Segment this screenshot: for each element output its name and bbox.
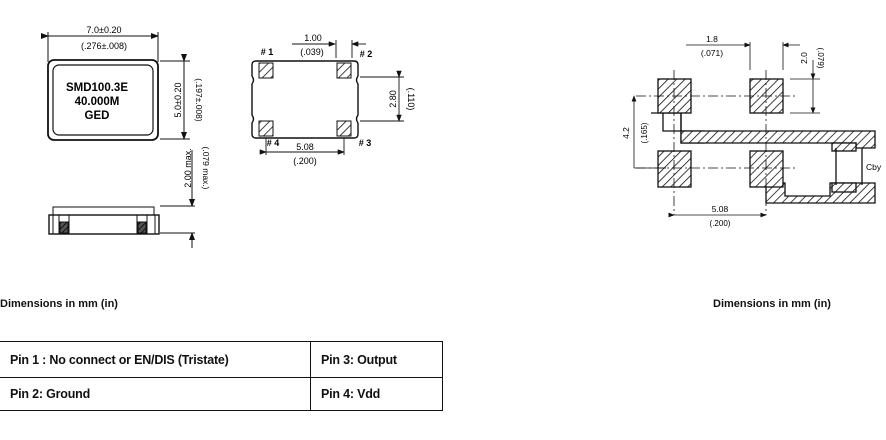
footprint-cap-label: Cby bbox=[866, 162, 882, 172]
pad-pitch-v-in: (.110) bbox=[406, 88, 416, 111]
pad-pitch-h-mm: 5.08 bbox=[296, 142, 314, 152]
footprint-pitch-v-mm: 4.2 bbox=[621, 127, 631, 139]
top-height-mm: 5.0±0.20 bbox=[173, 83, 183, 118]
pad-width-in: (.039) bbox=[300, 47, 324, 57]
pin-3-cell: Pin 3: Output bbox=[310, 341, 443, 378]
pin-3-label: # 3 bbox=[359, 138, 372, 148]
pin-1-cell: Pin 1 : No connect or EN/DIS (Tristate) bbox=[0, 341, 311, 378]
footprint-pitch-h-mm: 5.08 bbox=[712, 204, 729, 214]
table-row: Pin 1 : No connect or EN/DIS (Tristate) … bbox=[0, 341, 443, 378]
pin-4-cell: Pin 4: Vdd bbox=[310, 377, 443, 411]
top-height-in: (.197±.008) bbox=[194, 78, 204, 122]
footprint-pattern bbox=[651, 78, 876, 204]
footprint-pad-h-mm: 2.0 bbox=[799, 52, 809, 64]
marking-line-3: GED bbox=[85, 110, 110, 122]
marking-line-2: 40.000M bbox=[75, 96, 120, 108]
footprint-pad-w-in: (.071) bbox=[701, 48, 723, 58]
bottom-view bbox=[251, 60, 359, 139]
footprint-pitch-v-in: (.165) bbox=[640, 122, 649, 143]
caption-left: Dimensions in mm (in) bbox=[0, 298, 118, 310]
side-height-mm: 2.00 max. bbox=[183, 148, 193, 188]
pin-table: Pin 1 : No connect or EN/DIS (Tristate) … bbox=[0, 341, 443, 411]
footprint-pad-h-in: (.079) bbox=[816, 48, 825, 69]
footprint-pad-w-mm: 1.8 bbox=[706, 34, 718, 44]
side-view bbox=[48, 150, 195, 248]
pad-width-mm: 1.00 bbox=[304, 33, 322, 43]
pad-pitch-h-in: (.200) bbox=[293, 156, 317, 166]
caption-right: Dimensions in mm (in) bbox=[713, 298, 831, 310]
pad-pitch-v-mm: 2.80 bbox=[388, 90, 398, 108]
top-width-mm: 7.0±0.20 bbox=[87, 25, 122, 35]
pin-4-label: # 4 bbox=[267, 138, 280, 148]
table-row: Pin 2: Ground Pin 4: Vdd bbox=[0, 377, 443, 411]
top-view bbox=[41, 32, 190, 141]
marking-line-1: SMD100.3E bbox=[66, 82, 128, 94]
footprint-pitch-h-in: (.200) bbox=[710, 219, 731, 228]
pin-2-label: # 2 bbox=[360, 49, 373, 59]
top-width-in: (.276±.008) bbox=[81, 41, 127, 51]
pin-1-label: # 1 bbox=[261, 47, 274, 57]
pin-2-cell: Pin 2: Ground bbox=[0, 377, 311, 411]
side-height-in: (.079 max.) bbox=[201, 147, 211, 190]
